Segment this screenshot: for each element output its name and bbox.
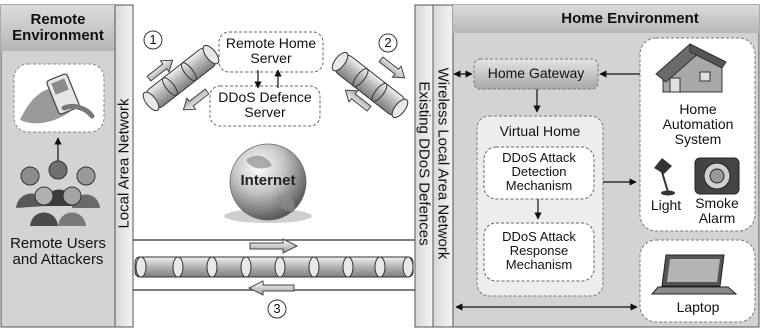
circle-1 [143,30,163,50]
remote-environment-panel [0,4,116,328]
home-gateway-label: Home Gateway [487,65,585,81]
home-environment-panel [452,4,760,328]
smoke-alarm-icon [694,157,740,195]
circle-label-1: 1 [149,32,157,47]
remote-environment-title: Remote Environment [12,11,104,45]
response-mechanism-box [483,222,595,282]
circle-3 [267,299,287,319]
laptop-label: Laptop [676,299,720,315]
pipe-left [142,44,220,112]
phone-in-hand-image [13,63,105,133]
house-icon [655,43,727,93]
local-area-network-column [114,4,134,328]
circle-2 [378,33,398,53]
wireless-lan-label: Wireless Local Area Network [434,67,452,260]
home-gateway-box [473,58,599,90]
detection-mechanism-box [483,146,595,200]
middle-region [133,30,415,319]
ddos-defence-server-label: DDoS Defence Server [218,89,312,121]
home-environment-title: Home Environment [561,10,699,27]
remote-home-server-box [218,31,324,73]
circle-label-3: 3 [273,301,281,316]
detection-mechanism-label: DDoS Attack Detection Mechanism [502,150,576,194]
ddos-defence-server-box [209,85,321,127]
laptop-icon [650,254,738,295]
response-mechanism-label: DDoS Attack Response Mechanism [502,229,576,273]
home-automation-label: Home Automation System [662,101,734,148]
circle-label-2: 2 [384,35,392,50]
virtual-home-label: Virtual Home [499,123,581,139]
smoke-alarm-label: Smoke Alarm [695,195,739,227]
remote-users-label: Remote Users and Attackers [10,235,106,269]
internet-globe [224,143,312,223]
lamp-icon [654,158,675,196]
flow-arrows-bottom [247,238,299,296]
internet-label: Internet [240,172,296,189]
local-area-network-label: Local Area Network [115,98,133,229]
light-label: Light [650,197,682,213]
remote-users-image [16,160,100,226]
remote-home-server-label: Remote Home Server [225,35,317,67]
flow-arrows-top [146,56,406,112]
existing-ddos-defences-label: Existing DDoS Defences [415,81,433,246]
pipe-bottom [134,256,414,278]
pipe-right [331,51,409,119]
